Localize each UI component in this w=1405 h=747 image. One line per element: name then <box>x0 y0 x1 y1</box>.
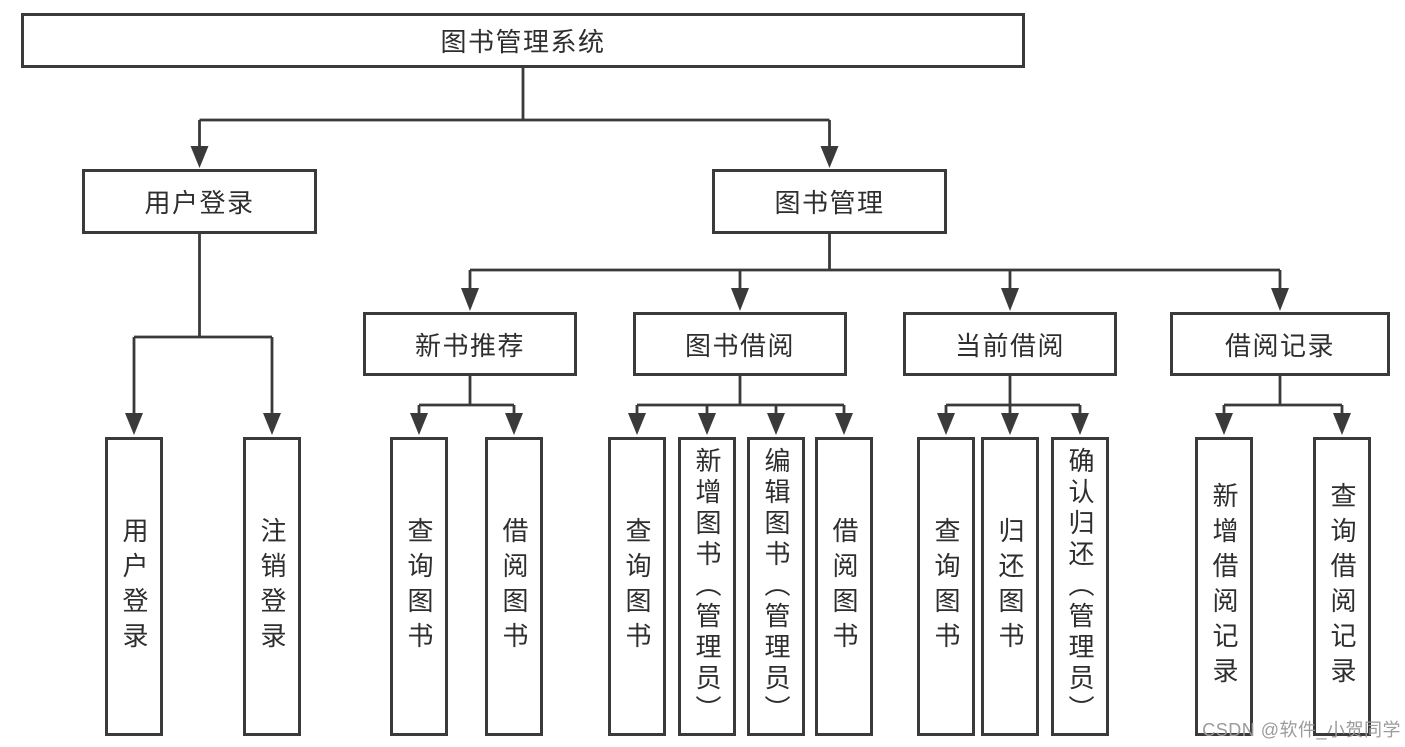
node-book-borrow: 图书借阅 <box>633 312 847 376</box>
node-root-label: 图书管理系统 <box>440 27 606 57</box>
csdn-watermark: CSDN @软件_小贺同学 <box>1202 720 1401 740</box>
leaf-query-book-current: 查询图书 <box>917 437 975 736</box>
arrow-down-icon <box>628 413 646 435</box>
arrow-down-icon <box>1001 288 1019 311</box>
leaf-borrow-book: 借阅图书 <box>815 437 873 736</box>
arrow-down-icon <box>835 413 853 435</box>
arrow-down-icon <box>263 413 281 435</box>
node-current-borrow-label: 当前借阅 <box>954 330 1065 361</box>
leaf-return-book: 归还图书 <box>981 437 1039 736</box>
arrow-down-icon <box>767 413 785 435</box>
leaf-return-book-label: 归还图书 <box>995 516 1025 657</box>
leaf-query-book-recommend-label: 查询图书 <box>404 516 434 657</box>
node-book-management-label: 图书管理 <box>774 188 885 218</box>
leaf-add-borrow-record: 新增借阅记录 <box>1195 437 1253 736</box>
arrow-down-icon <box>190 146 209 168</box>
leaf-add-borrow-record-label: 新增借阅记录 <box>1209 481 1239 692</box>
leaf-user-login-label: 用户登录 <box>119 516 149 657</box>
leaf-add-book-admin: 新增图书（管理员） <box>678 437 736 736</box>
leaf-borrow-book-recommend: 借阅图书 <box>485 437 543 736</box>
leaf-user-login: 用户登录 <box>105 437 163 736</box>
node-borrow-records-label: 借阅记录 <box>1224 330 1335 361</box>
node-root: 图书管理系统 <box>21 13 1025 68</box>
leaf-logout-label: 注销登录 <box>257 516 287 657</box>
leaf-confirm-return-admin-label: 确认归还（管理员） <box>1065 447 1095 726</box>
arrow-down-icon <box>125 413 143 435</box>
arrow-down-icon <box>505 413 523 435</box>
arrow-down-icon <box>1333 413 1351 435</box>
arrow-down-icon <box>1071 413 1089 435</box>
arrow-down-icon <box>731 288 749 311</box>
leaf-query-borrow-record: 查询借阅记录 <box>1313 437 1371 736</box>
arrow-down-icon <box>1271 288 1289 311</box>
node-book-borrow-label: 图书借阅 <box>684 330 795 361</box>
leaf-edit-book-admin: 编辑图书（管理员） <box>747 437 805 736</box>
leaf-query-book-borrow: 查询图书 <box>608 437 666 736</box>
arrow-down-icon <box>698 413 716 435</box>
node-borrow-records: 借阅记录 <box>1170 312 1390 376</box>
leaf-edit-book-admin-label: 编辑图书（管理员） <box>761 447 791 726</box>
leaf-query-book-recommend: 查询图书 <box>390 437 448 736</box>
node-current-borrow: 当前借阅 <box>903 312 1117 376</box>
leaf-borrow-book-recommend-label: 借阅图书 <box>499 516 529 657</box>
arrow-down-icon <box>1215 413 1233 435</box>
leaf-add-book-admin-label: 新增图书（管理员） <box>692 447 722 726</box>
node-user-login-label: 用户登录 <box>144 188 255 218</box>
arrow-down-icon <box>461 288 479 311</box>
leaf-confirm-return-admin: 确认归还（管理员） <box>1051 437 1109 736</box>
leaf-query-book-current-label: 查询图书 <box>931 516 961 657</box>
arrow-down-icon <box>410 413 428 435</box>
node-new-book-recommend: 新书推荐 <box>363 312 577 376</box>
leaf-borrow-book-label: 借阅图书 <box>829 516 859 657</box>
leaf-query-book-borrow-label: 查询图书 <box>622 516 652 657</box>
node-user-login: 用户登录 <box>82 169 317 234</box>
node-new-book-recommend-label: 新书推荐 <box>414 330 525 361</box>
node-book-management: 图书管理 <box>712 169 947 234</box>
leaf-logout: 注销登录 <box>243 437 301 736</box>
arrow-down-icon <box>820 146 839 168</box>
arrow-down-icon <box>937 413 955 435</box>
leaf-query-borrow-record-label: 查询借阅记录 <box>1327 481 1357 692</box>
arrow-down-icon <box>1001 413 1019 435</box>
